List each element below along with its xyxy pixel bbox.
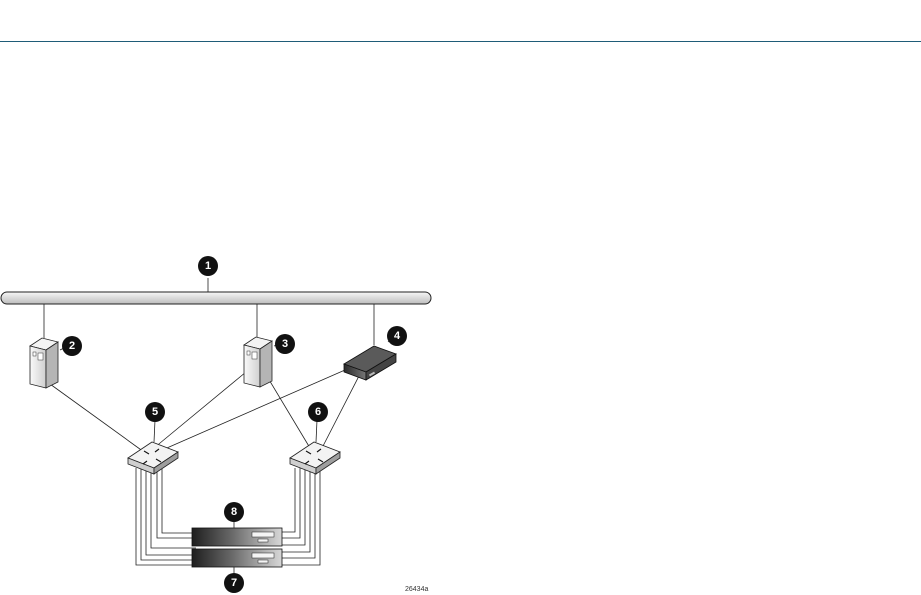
storage-array-icon [192, 528, 282, 546]
callout-6: 6 [308, 402, 328, 422]
network-switch-icon [290, 442, 340, 474]
callout-label: 5 [152, 406, 158, 418]
switch-5-storage-links [136, 468, 196, 565]
callout-label: 6 [315, 406, 321, 418]
callout-4: 4 [387, 326, 407, 346]
callout-8: 8 [224, 502, 244, 522]
callout-2: 2 [62, 336, 82, 356]
callout-5: 5 [145, 402, 165, 422]
callout-label: 1 [205, 260, 211, 272]
callout-label: 7 [231, 577, 237, 589]
callout-label: 3 [282, 338, 288, 350]
callout-label: 4 [394, 330, 401, 342]
figure-id: 26434a [405, 586, 428, 593]
callout-3: 3 [275, 334, 295, 354]
callout-label: 8 [231, 506, 237, 518]
server-tower-icon [30, 338, 58, 388]
network-appliance-icon [344, 346, 396, 380]
callout-1: 1 [198, 256, 218, 276]
storage-array-icon [192, 549, 282, 567]
server-tower-icon [244, 337, 272, 387]
switch-6-storage-links [280, 468, 320, 565]
callout-7: 7 [224, 573, 244, 593]
lan-bus [1, 292, 431, 304]
callout-label: 2 [69, 340, 75, 352]
